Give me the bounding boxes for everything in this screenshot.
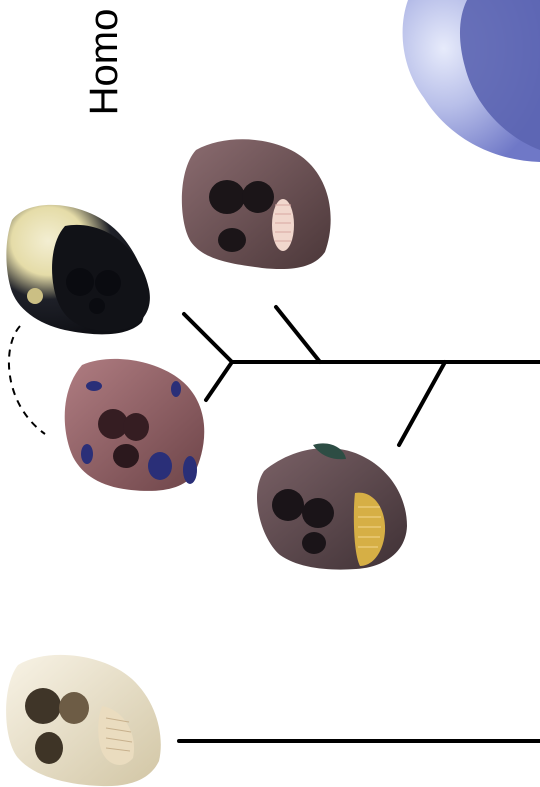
skull-homo-pale-black-ear	[27, 288, 43, 304]
skull-ivory-eye-1	[25, 688, 61, 724]
skull-reddish	[65, 359, 205, 491]
branch-top-brown	[276, 307, 320, 362]
branch-homo-lower	[206, 362, 232, 400]
skull-grey-brown-eye-2	[302, 498, 334, 528]
skull-homo-pale-black	[6, 205, 150, 334]
skull-top-brown-mouth	[272, 199, 294, 251]
skull-top-brown-eye-1	[209, 180, 245, 214]
skull-top-brown-eye-2	[242, 181, 274, 213]
skull-homo-pale-black-eye-2	[95, 270, 121, 296]
skull-homo-pale-black-eye-1	[66, 268, 94, 296]
skull-top-brown	[182, 139, 331, 269]
skull-grey-brown-nose	[302, 532, 326, 554]
skull-reddish-nose	[113, 444, 139, 468]
skull-grey-brown	[257, 443, 407, 569]
branch-grey-brown	[399, 362, 445, 445]
branch-homo-upper	[184, 314, 232, 362]
skull-ivory-eye-2	[59, 692, 89, 724]
skull-top-brown-nose	[218, 228, 246, 252]
skull-reddish-eye-2	[123, 413, 149, 441]
skull-ivory-nose	[35, 732, 63, 764]
dashed-link-left	[9, 326, 45, 434]
skull-grey-brown-eye-1	[272, 489, 304, 521]
skull-homo-pale-black-nose	[89, 298, 105, 314]
skull-ivory	[6, 655, 161, 786]
